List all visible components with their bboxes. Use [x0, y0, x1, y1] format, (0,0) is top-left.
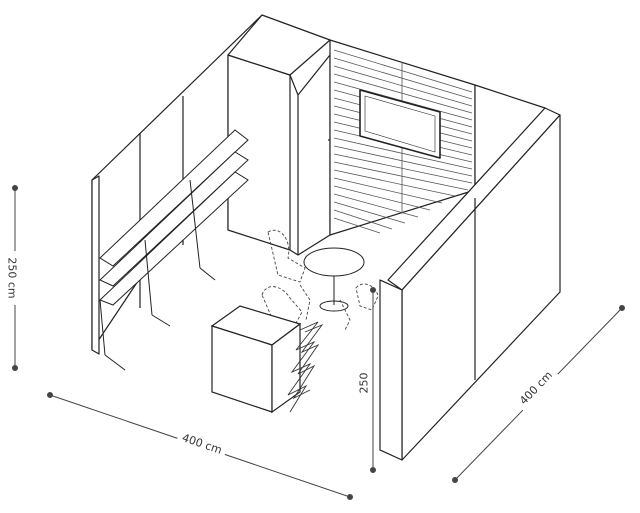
wall-shelves — [99, 129, 249, 371]
right-side-wall-edge — [379, 279, 403, 461]
chair-2 — [261, 286, 303, 326]
shelf-middle — [99, 151, 249, 287]
shelf-bottom — [99, 171, 249, 306]
reception-counter — [210, 305, 302, 414]
depth-label: 400 cm — [517, 369, 555, 408]
closet-door — [297, 54, 331, 256]
booth-structure — [91, 14, 561, 461]
height-label: 250 cm — [6, 257, 19, 298]
left-wall-front-edge — [91, 175, 100, 355]
wall-height-label: 250 — [358, 373, 371, 394]
chair-1 — [267, 229, 306, 283]
shelf-top — [99, 129, 249, 267]
wall-monitor-screen — [364, 95, 436, 153]
display-stand — [287, 321, 324, 413]
closet-front-panel — [227, 54, 291, 251]
width-label: 400 cm — [180, 431, 223, 457]
counter-side — [271, 322, 301, 414]
round-table — [303, 247, 365, 312]
